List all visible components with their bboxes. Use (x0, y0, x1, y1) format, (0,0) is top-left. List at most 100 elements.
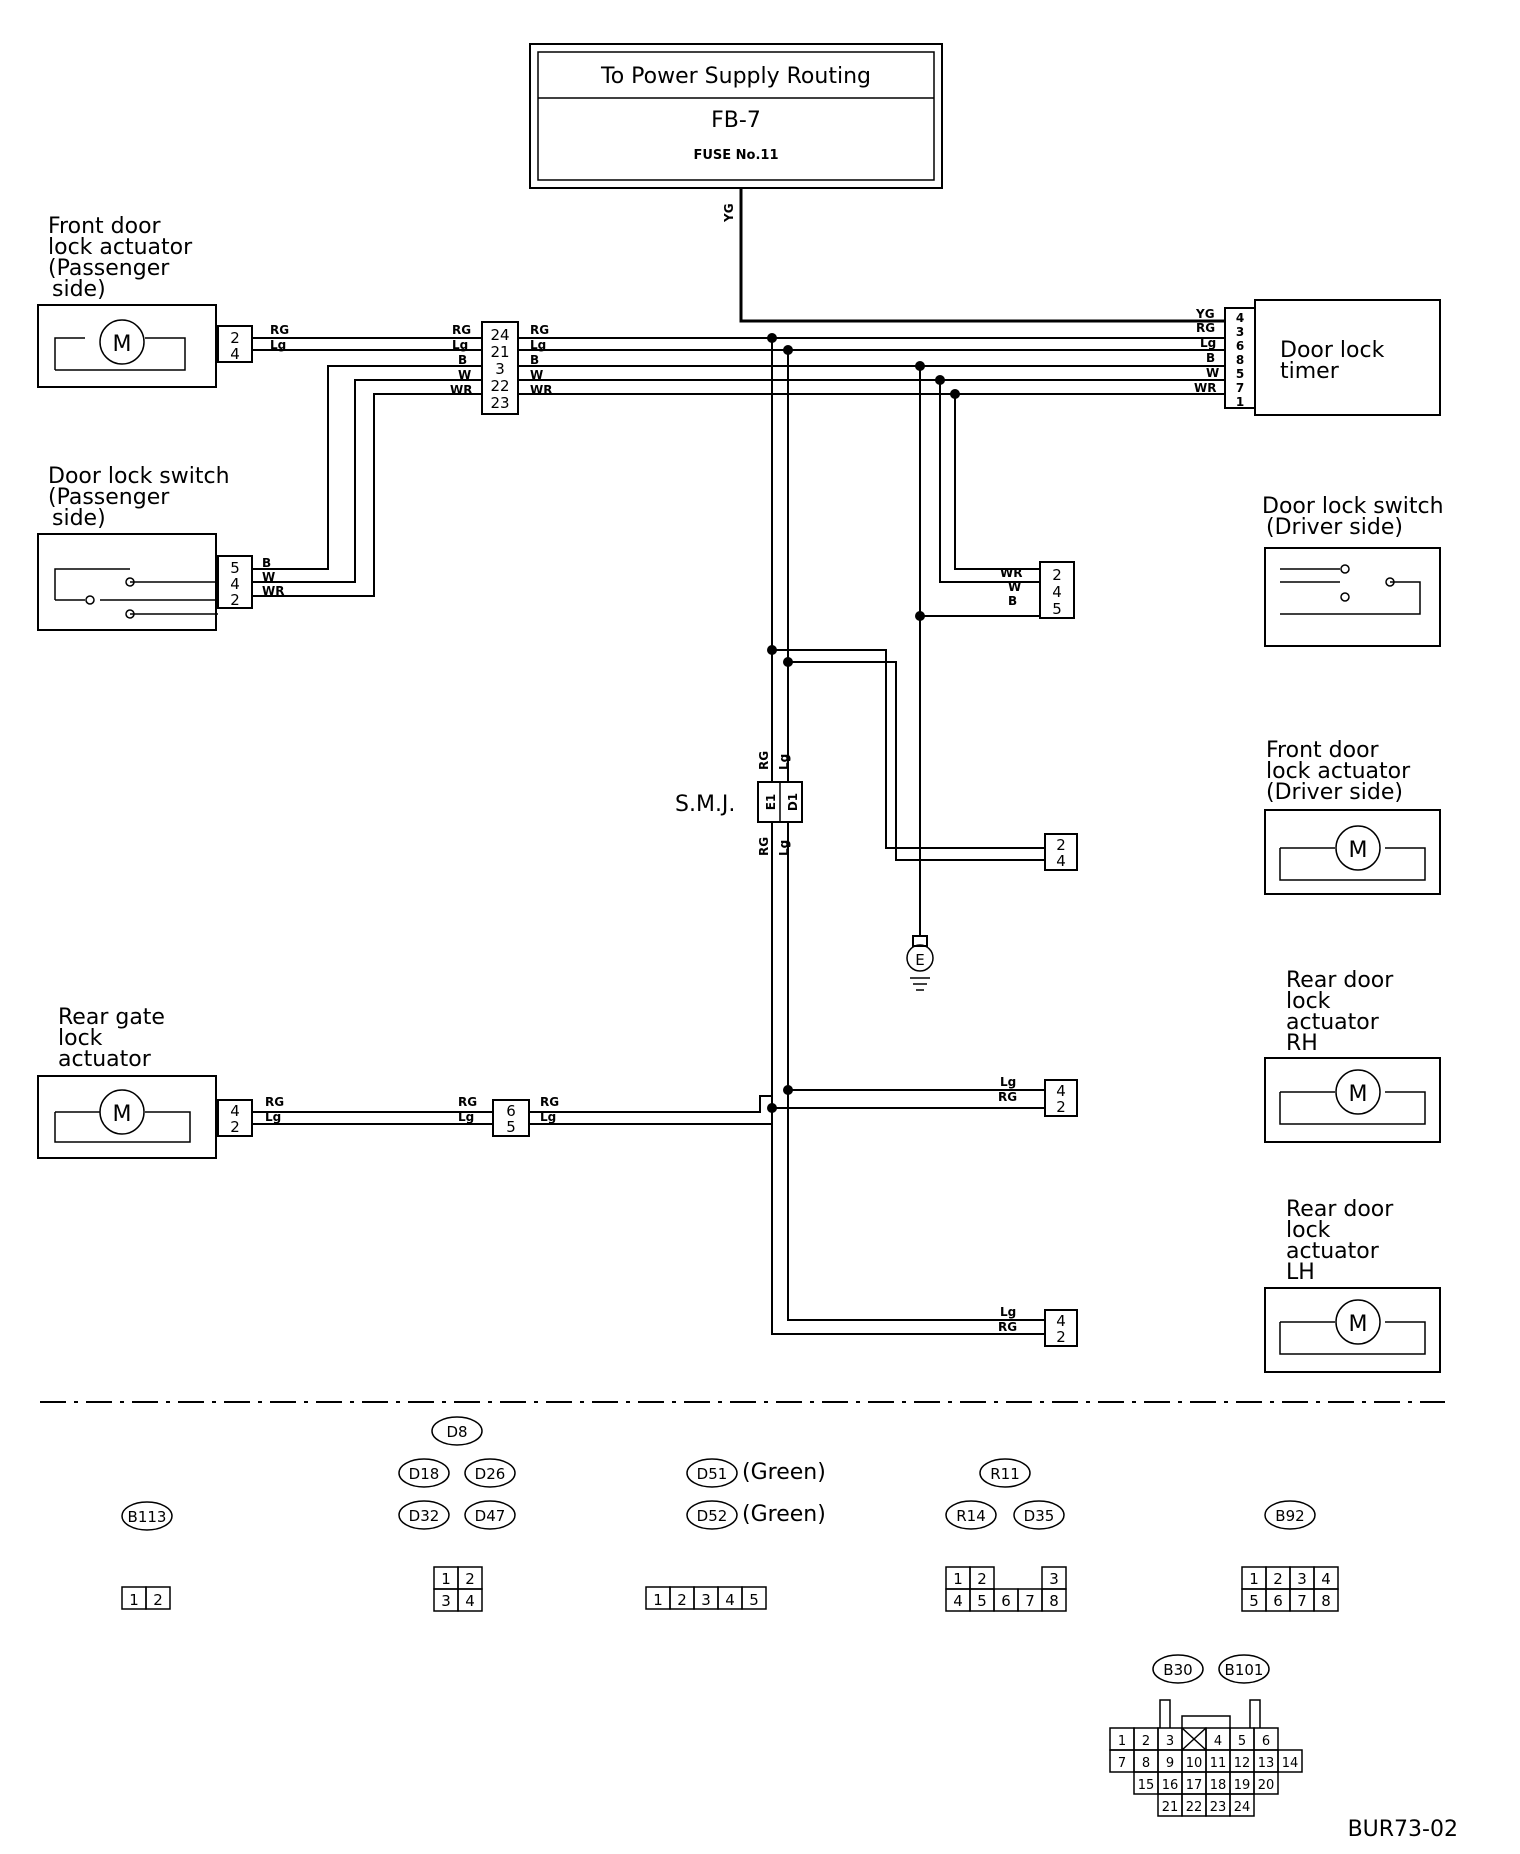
pin-label: 6 (1262, 1734, 1270, 1749)
pin-label: 15 (1138, 1778, 1155, 1793)
svg-text:lock actuator: lock actuator (48, 235, 193, 260)
svg-text:RH: RH (1286, 1031, 1318, 1056)
svg-text:W: W (262, 570, 275, 584)
svg-text:5: 5 (1052, 600, 1062, 618)
rear-actuator-lh: Rear door lock actuator LH 4 2 Lg RG M (998, 1197, 1441, 1373)
svg-text:3: 3 (1236, 325, 1244, 339)
rear-actuator-rh: Rear door lock actuator RH 4 2 Lg RG M (998, 968, 1441, 1143)
svg-text:Door lock switch: Door lock switch (1262, 494, 1444, 519)
svg-text:4: 4 (1052, 583, 1062, 601)
svg-text:Lg: Lg (540, 1110, 556, 1124)
svg-text:Lg: Lg (1000, 1075, 1016, 1089)
svg-text:4: 4 (725, 1591, 735, 1609)
svg-text:(Driver side): (Driver side) (1266, 515, 1403, 540)
svg-text:Lg: Lg (1000, 1305, 1016, 1319)
svg-text:RG: RG (452, 323, 471, 337)
svg-text:2: 2 (230, 591, 240, 609)
svg-text:4: 4 (230, 1102, 240, 1120)
svg-text:5: 5 (1249, 1592, 1259, 1610)
svg-text:M: M (1349, 1312, 1368, 1337)
svg-text:actuator: actuator (58, 1047, 152, 1072)
svg-text:2: 2 (677, 1591, 687, 1609)
svg-text:(Green): (Green) (742, 1460, 826, 1485)
svg-text:M: M (113, 1102, 132, 1127)
svg-text:Lg: Lg (1200, 336, 1216, 350)
svg-text:(Driver side): (Driver side) (1266, 780, 1403, 805)
svg-text:E: E (915, 951, 924, 969)
svg-text:actuator: actuator (1286, 1239, 1380, 1264)
svg-text:23: 23 (490, 394, 509, 412)
pin-label: 2 (1142, 1734, 1150, 1749)
connector-latch (1159, 1699, 1261, 1728)
svg-text:Lg: Lg (270, 338, 286, 352)
door-lock-timer: 4 3 6 8 5 7 1 YG RG Lg B W WR Door lock … (1194, 299, 1441, 416)
pin-label: 9 (1166, 1756, 1174, 1771)
svg-text:(Passenger: (Passenger (48, 256, 170, 281)
svg-text:E1: E1 (764, 794, 778, 811)
svg-text:lock: lock (1286, 989, 1331, 1014)
svg-text:4: 4 (1321, 1570, 1331, 1588)
svg-text:Lg: Lg (777, 840, 791, 856)
svg-text:Lg: Lg (265, 1110, 281, 1124)
svg-text:W: W (458, 368, 471, 382)
front-actuator-passenger: Front door lock actuator (Passenger side… (37, 214, 217, 388)
front-actuator-driver: Front door lock actuator (Driver side) 2… (1044, 738, 1441, 895)
svg-text:4: 4 (1056, 1312, 1066, 1330)
pin-label: 23 (1210, 1800, 1227, 1815)
svg-text:Rear door: Rear door (1286, 968, 1394, 993)
connector-d18: 2 4 RG Lg (217, 323, 289, 363)
svg-text:WR: WR (1000, 566, 1022, 580)
svg-text:2: 2 (1056, 1328, 1066, 1346)
main-harness (218, 337, 1225, 597)
svg-text:4: 4 (465, 1592, 475, 1610)
svg-text:B113: B113 (128, 1508, 167, 1526)
svg-text:RG: RG (540, 1095, 559, 1109)
svg-text:2: 2 (1056, 1098, 1066, 1116)
connector-d11: 24 21 3 22 23 RG Lg B W WR RG Lg B W WR (450, 321, 552, 415)
pin-label: 14 (1282, 1756, 1299, 1771)
svg-text:3: 3 (495, 360, 505, 378)
svg-text:RG: RG (1196, 321, 1215, 335)
svg-text:7: 7 (1236, 381, 1244, 395)
svg-text:D8: D8 (446, 1423, 467, 1441)
blank-pin-mark (1181, 1727, 1207, 1751)
svg-text:2: 2 (465, 1570, 475, 1588)
svg-text:side): side) (52, 277, 106, 302)
svg-text:B30: B30 (1163, 1661, 1192, 1679)
svg-text:RG: RG (757, 751, 771, 770)
svg-text:lock: lock (1286, 1218, 1331, 1243)
legend-pins-8b: 1 2 3 4 5 6 7 8 (1241, 1566, 1339, 1612)
svg-text:WR: WR (450, 383, 472, 397)
svg-text:Rear gate: Rear gate (58, 1005, 165, 1030)
svg-text:22: 22 (490, 377, 509, 395)
svg-text:actuator: actuator (1286, 1010, 1380, 1035)
ground-e: E (906, 616, 934, 991)
svg-text:B: B (1008, 594, 1017, 608)
svg-text:(Passenger: (Passenger (48, 485, 170, 510)
pin-label: 5 (1238, 1734, 1246, 1749)
rear-gate-actuator: Rear gate lock actuator M 4 2 RG Lg 6 5 … (37, 1005, 559, 1159)
svg-text:WR: WR (530, 383, 552, 397)
svg-text:Door lock: Door lock (1280, 338, 1385, 363)
svg-text:1: 1 (441, 1570, 451, 1588)
svg-text:Door lock switch: Door lock switch (48, 464, 230, 489)
svg-text:24: 24 (490, 326, 509, 344)
svg-text:B: B (530, 353, 539, 367)
svg-text:2: 2 (153, 1591, 163, 1609)
pin-label: 22 (1186, 1800, 1203, 1815)
pin-cell (1229, 1793, 1255, 1817)
svg-text:4: 4 (1236, 311, 1244, 325)
svg-text:1: 1 (129, 1591, 139, 1609)
svg-text:1: 1 (1249, 1570, 1259, 1588)
motor-icon (1335, 825, 1381, 871)
svg-text:8: 8 (1236, 353, 1244, 367)
pin-label: 12 (1234, 1756, 1251, 1771)
svg-text:1: 1 (1236, 395, 1244, 409)
svg-text:3: 3 (1297, 1570, 1307, 1588)
svg-text:2: 2 (1052, 566, 1062, 584)
svg-text:6: 6 (1001, 1592, 1011, 1610)
power-box-ref: FB-7 (711, 108, 761, 133)
switch-passenger: Door lock switch (Passenger side) 5 4 2 … (37, 464, 284, 631)
motor-icon (1335, 1069, 1381, 1115)
